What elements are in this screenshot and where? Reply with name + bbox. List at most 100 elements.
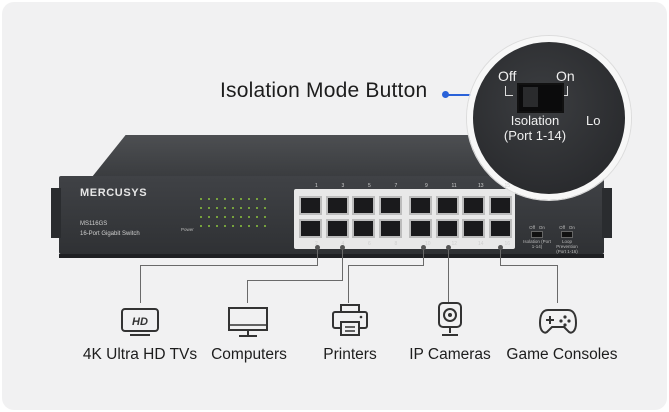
svg-text:HD: HD xyxy=(132,316,148,328)
loop-prevention-switch-small-label: Off On Loop Prevention (Port 1-16) xyxy=(556,225,578,254)
toggle-knob xyxy=(523,87,538,107)
ethernet-port xyxy=(352,196,375,215)
status-led xyxy=(248,198,250,200)
port-number-bottom: 4 xyxy=(341,241,345,247)
status-led xyxy=(216,207,218,209)
mag-off-label: Off xyxy=(498,68,517,84)
ethernet-port xyxy=(378,219,402,238)
port-number-top: 5 xyxy=(368,183,371,189)
connector-line xyxy=(247,280,343,282)
port-number-bottom: 8 xyxy=(394,241,398,247)
status-led xyxy=(200,225,202,227)
ethernet-port xyxy=(299,196,322,215)
port-number-top: 11 xyxy=(451,183,457,189)
model-label: MS116GS xyxy=(80,221,108,227)
connector-line xyxy=(448,248,450,303)
status-led xyxy=(224,198,226,200)
device-label-tv: 4K Ultra HD TVs xyxy=(82,346,198,363)
status-led xyxy=(256,207,258,209)
connector-line xyxy=(500,248,502,266)
port-number-top: 9 xyxy=(425,183,428,189)
port-number-bottom: 14 xyxy=(478,241,484,247)
status-led xyxy=(216,198,218,200)
status-led xyxy=(248,225,250,227)
ethernet-port xyxy=(325,196,349,215)
status-led xyxy=(240,198,242,200)
power-label: Power xyxy=(181,227,194,232)
device-label-printers: Printers xyxy=(323,346,377,363)
ethernet-port xyxy=(409,219,432,238)
port-number-top: 3 xyxy=(341,183,345,189)
mag-on-label: On xyxy=(556,68,575,84)
port-number-top: 13 xyxy=(478,183,484,189)
switch-description: 16-Port Gigabit Switch xyxy=(80,231,140,237)
ethernet-port xyxy=(462,196,485,215)
status-led xyxy=(232,225,234,227)
ethernet-port xyxy=(462,219,485,238)
connector-line xyxy=(557,265,559,303)
status-led xyxy=(232,198,234,200)
mag-cut-text: Lo xyxy=(586,113,601,128)
status-led xyxy=(240,207,242,209)
connector-dot xyxy=(421,245,426,250)
gamepad-icon xyxy=(538,309,578,334)
port-number-top: 1 xyxy=(315,183,318,189)
status-led xyxy=(216,216,218,218)
ethernet-port xyxy=(325,219,349,238)
ethernet-port xyxy=(435,219,459,238)
status-led xyxy=(240,216,242,218)
status-led xyxy=(264,198,266,200)
mag-port-range-label: (Port 1-14) xyxy=(503,128,567,143)
switch-left-ear xyxy=(51,188,61,238)
device-label-game-consoles: Game Consoles xyxy=(506,346,618,363)
status-led xyxy=(232,216,234,218)
ethernet-port xyxy=(352,219,375,238)
status-led xyxy=(216,225,218,227)
ethernet-port xyxy=(488,219,512,238)
device-label-ip-cameras: IP Cameras xyxy=(409,346,491,363)
monitor-icon xyxy=(228,307,268,337)
port-number-top: 15 xyxy=(504,183,511,189)
connector-line xyxy=(140,265,142,303)
isolation-toggle-switch[interactable] xyxy=(517,83,564,113)
status-led xyxy=(200,216,202,218)
status-led xyxy=(224,225,226,227)
isolation-button-magnifier: Off On Isolation (Port 1-14) Lo xyxy=(467,36,631,200)
status-led xyxy=(208,198,210,200)
connector-line xyxy=(423,248,425,266)
port-number-bottom: 6 xyxy=(368,241,371,247)
connector-line xyxy=(140,265,317,267)
connector-dot xyxy=(498,245,503,250)
status-led xyxy=(232,207,234,209)
port-number-bottom: 12 xyxy=(451,241,458,247)
isolation-mode-callout-label: Isolation Mode Button xyxy=(220,79,428,102)
status-led xyxy=(248,216,250,218)
status-led xyxy=(264,207,266,209)
status-led xyxy=(256,198,258,200)
connector-line xyxy=(317,248,319,266)
connector-line xyxy=(348,265,350,303)
device-label-computers: Computers xyxy=(211,346,287,363)
ethernet-port xyxy=(378,196,402,215)
status-led xyxy=(200,207,202,209)
status-led xyxy=(264,216,266,218)
ethernet-port xyxy=(409,196,432,215)
status-led xyxy=(208,216,210,218)
status-led xyxy=(248,207,250,209)
ethernet-port xyxy=(488,196,512,215)
status-led xyxy=(224,207,226,209)
switch-bottom-edge xyxy=(59,254,604,258)
ethernet-port-block xyxy=(294,189,515,249)
status-led xyxy=(208,225,210,227)
port-number-bottom: 2 xyxy=(315,241,318,247)
connector-dot xyxy=(315,245,320,250)
status-led xyxy=(256,216,258,218)
connector-line xyxy=(342,248,344,281)
brand-logo: MERCUSYS xyxy=(80,187,148,199)
port-number-bottom: 16 xyxy=(504,241,511,247)
callout-dot xyxy=(442,91,449,98)
mag-isolation-label: Isolation xyxy=(510,113,560,128)
printer-icon xyxy=(332,304,368,336)
connector-line xyxy=(348,265,424,267)
